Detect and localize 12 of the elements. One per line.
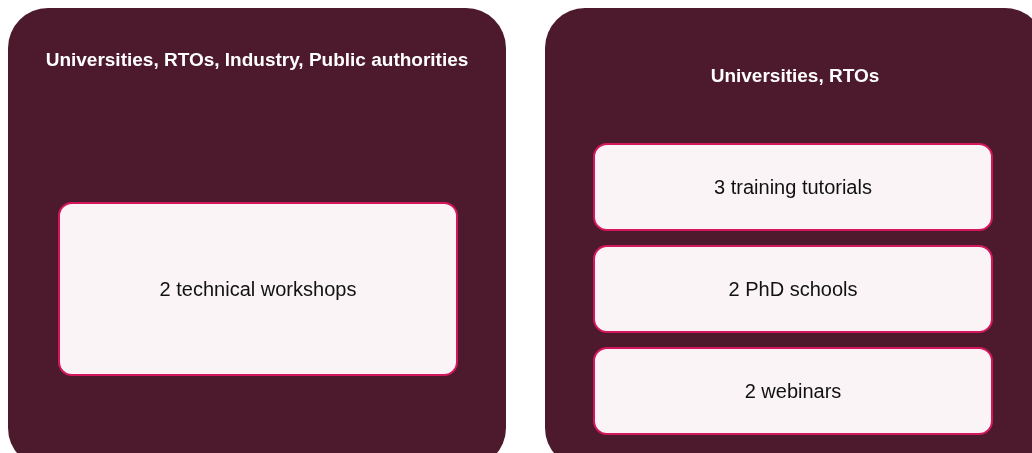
item-card <box>58 202 458 376</box>
item-text: 3 training tutorials <box>714 175 872 199</box>
item-card <box>593 143 993 231</box>
group-panel <box>545 8 1032 453</box>
item-text: 2 technical workshops <box>159 277 357 301</box>
group-panel <box>8 8 506 453</box>
item-card <box>593 245 993 333</box>
group-heading: Universities, RTOs, Industry, Public authorities <box>44 48 470 72</box>
item-card <box>593 347 993 435</box>
item-text: 2 PhD schools <box>728 277 858 301</box>
item-text: 2 webinars <box>744 379 842 403</box>
group-heading: Universities, RTOs <box>709 64 881 88</box>
